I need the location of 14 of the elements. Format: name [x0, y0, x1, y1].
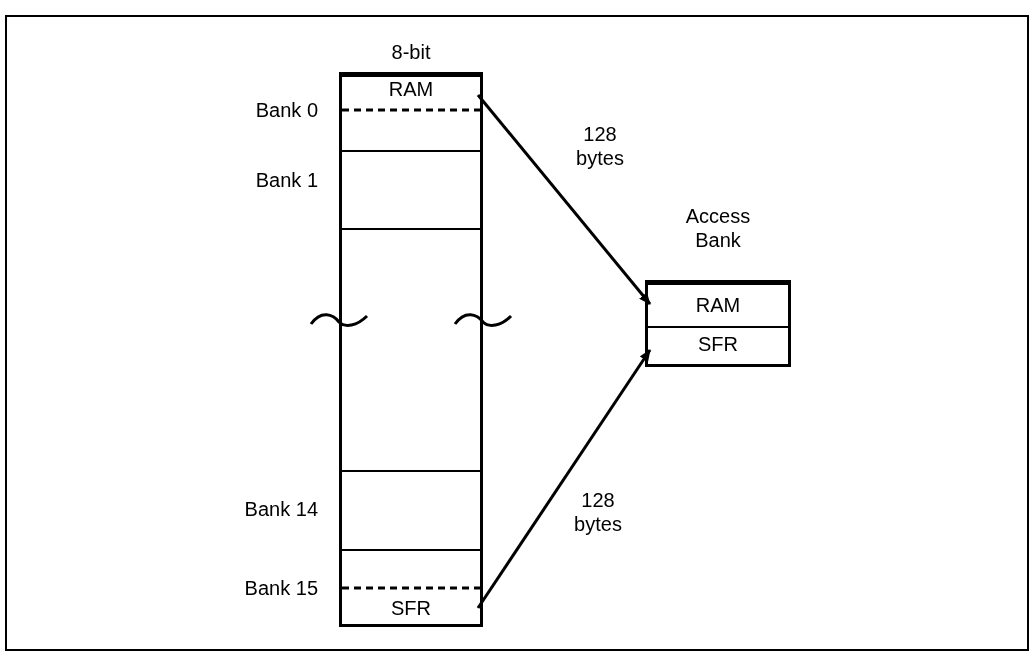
memory-block: [339, 72, 483, 627]
bank-label: Bank 1: [254, 168, 318, 192]
arrow: [476, 94, 652, 305]
memory-block: [645, 280, 791, 367]
arrow: [476, 349, 652, 609]
bank-label: Bank 0: [254, 98, 318, 122]
block-heading: 8-bit: [390, 40, 432, 64]
cell-label: SFR: [391, 597, 431, 620]
cell-label: RAM: [388, 78, 434, 101]
block-heading: Access Bank: [684, 204, 752, 252]
cell-label: SFR: [698, 333, 738, 356]
cell-label: RAM: [695, 294, 741, 317]
bank-label: Bank 14: [243, 497, 318, 521]
bank-label: Bank 15: [243, 576, 318, 600]
